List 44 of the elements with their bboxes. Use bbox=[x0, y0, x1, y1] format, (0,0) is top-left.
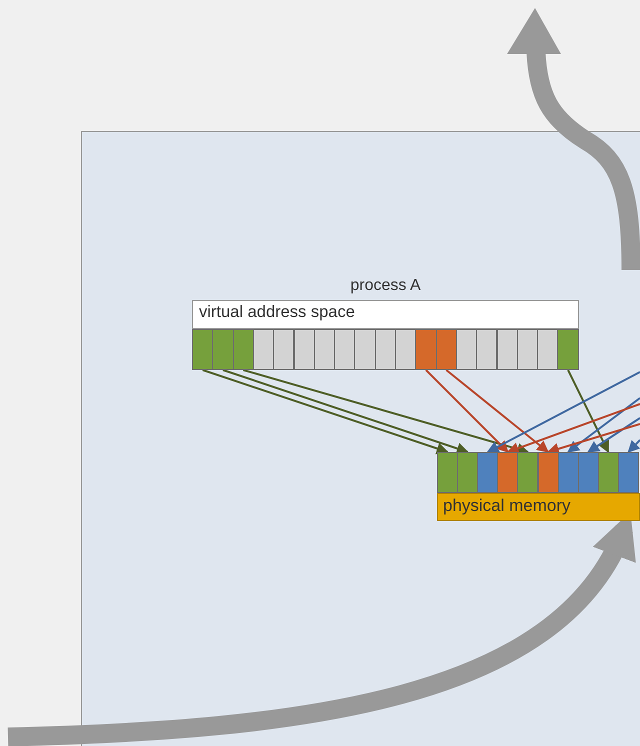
frame-cell bbox=[477, 452, 498, 493]
physical-memory-label: physical memory bbox=[437, 493, 640, 521]
page-cell bbox=[436, 329, 457, 370]
frame-cell bbox=[457, 452, 478, 493]
mapping-arrow bbox=[446, 369, 549, 453]
page-cell bbox=[415, 329, 437, 370]
page-cell bbox=[252, 329, 274, 370]
frame-cell bbox=[497, 452, 518, 493]
page-cell bbox=[395, 329, 416, 370]
frame-cell bbox=[437, 452, 458, 493]
page-cell bbox=[516, 329, 538, 370]
page-cell bbox=[496, 329, 518, 370]
page-cell bbox=[456, 329, 478, 370]
mapping-arrow bbox=[222, 369, 469, 454]
page-cell bbox=[212, 329, 234, 370]
mapping-arrow bbox=[628, 439, 640, 453]
page-cell bbox=[374, 329, 396, 370]
frame-cell bbox=[517, 452, 538, 493]
frame-cell bbox=[618, 452, 639, 493]
page-cell bbox=[476, 329, 498, 370]
mapping-arrow bbox=[202, 369, 449, 454]
page-cell bbox=[294, 329, 315, 370]
page-cell bbox=[273, 329, 294, 370]
frame-cell bbox=[598, 452, 619, 493]
mapping-arrow bbox=[506, 403, 640, 454]
mapping-arrow bbox=[425, 369, 509, 453]
page-cell bbox=[192, 329, 214, 370]
page-cell bbox=[557, 329, 579, 370]
page-cell bbox=[314, 329, 336, 370]
mapping-arrow bbox=[567, 397, 640, 453]
mapping-arrow bbox=[242, 369, 530, 455]
frame-cell bbox=[578, 452, 599, 493]
process-title: process A bbox=[349, 277, 422, 295]
frame-cell bbox=[538, 452, 559, 493]
mapping-arrow bbox=[546, 423, 640, 455]
page-cell bbox=[354, 329, 376, 370]
mapping-arrow bbox=[587, 417, 640, 453]
page-cell bbox=[232, 329, 254, 370]
address-space-label: virtual address space bbox=[192, 300, 579, 329]
page-cell bbox=[537, 329, 558, 370]
frame-cell bbox=[558, 452, 579, 493]
mapping-arrow bbox=[567, 370, 610, 454]
page-cell bbox=[334, 329, 356, 370]
mapping-arrow bbox=[486, 371, 640, 453]
